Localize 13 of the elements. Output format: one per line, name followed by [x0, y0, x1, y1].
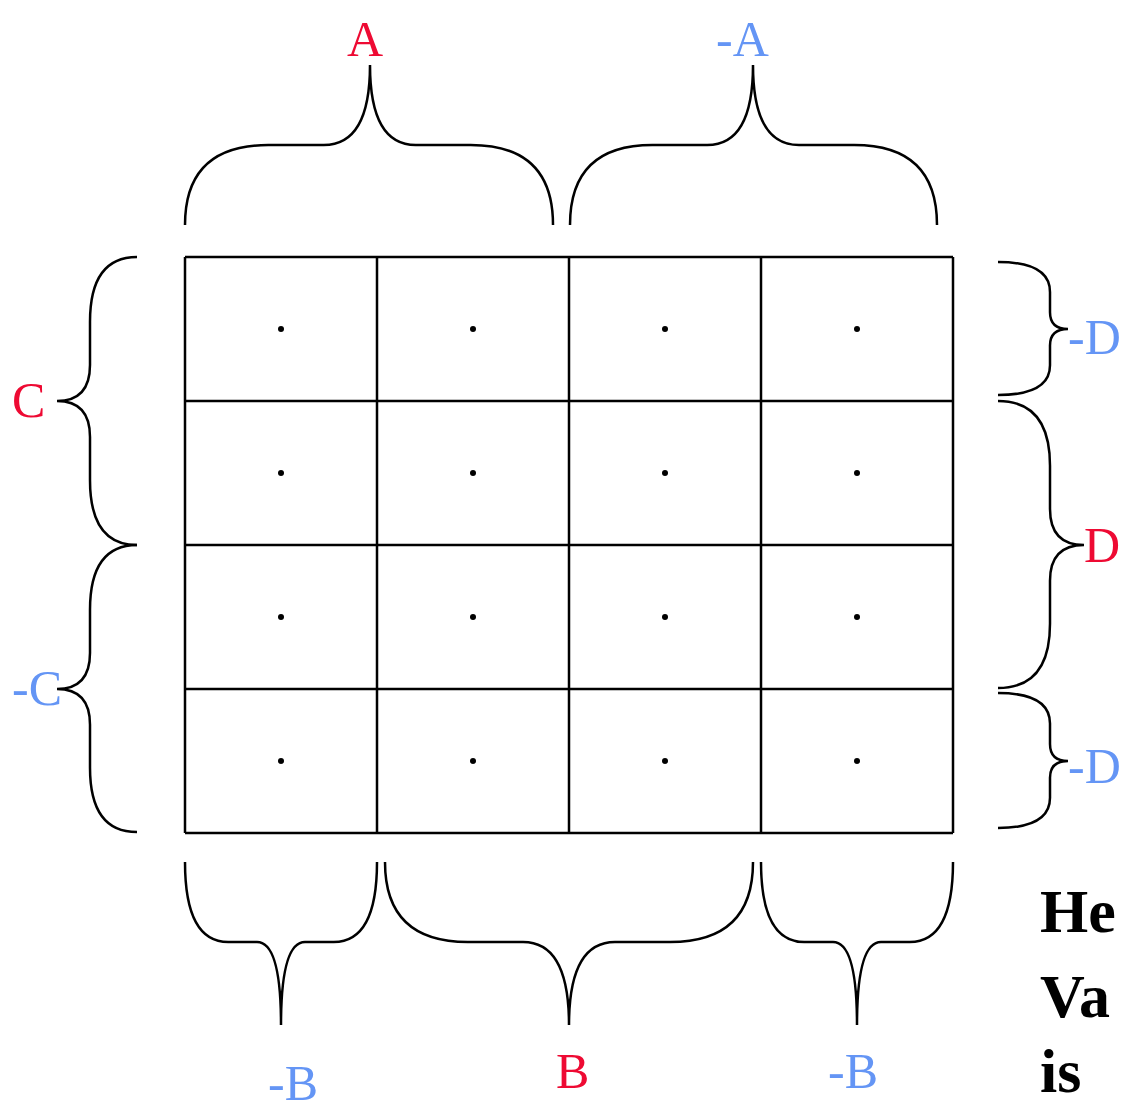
variable-label: -D: [1068, 312, 1121, 362]
heading-fragment: He: [1040, 880, 1116, 942]
variable-label: -D: [1068, 741, 1121, 791]
variable-label: -A: [716, 14, 769, 64]
variable-label: A: [347, 14, 384, 64]
heading-fragment: is: [1040, 1040, 1082, 1102]
variable-label: -B: [268, 1058, 318, 1108]
variable-label: D: [1084, 520, 1121, 570]
variable-label: B: [556, 1046, 590, 1096]
variable-label: -C: [12, 663, 62, 713]
variable-label: C: [12, 375, 46, 425]
variable-label: -B: [828, 1046, 878, 1096]
heading-fragment: Va: [1040, 965, 1111, 1027]
